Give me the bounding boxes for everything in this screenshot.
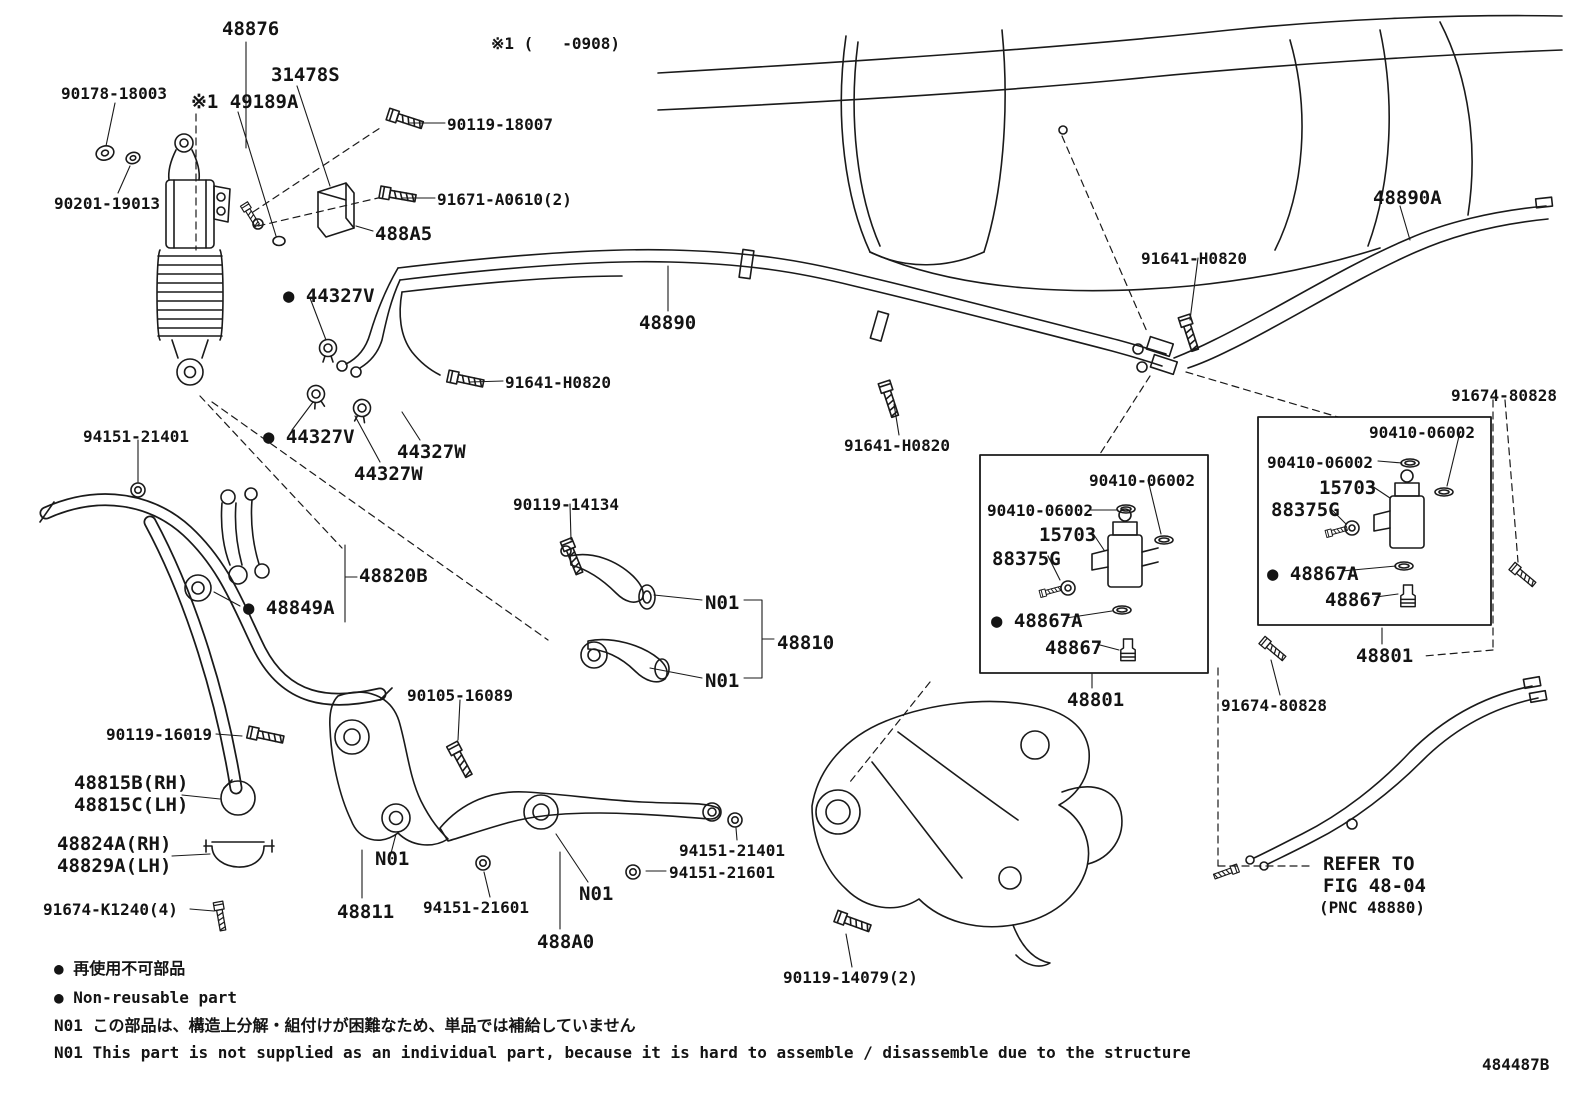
part-label-94151-21401-2: 94151-21401 <box>679 841 785 860</box>
arm-488a0 <box>439 791 722 842</box>
part-label-48811: 48811 <box>337 901 395 923</box>
upper-links-48810 <box>560 545 670 683</box>
part-label-90201-19013: 90201-19013 <box>54 194 160 213</box>
car-body-outline <box>657 14 1563 292</box>
clamp-44327v <box>304 382 329 411</box>
part-label-90410-06002-1: 90410-06002 <box>1369 423 1475 442</box>
leader-lines <box>105 41 1461 968</box>
part-label-91674-80828-1: 91674-80828 <box>1451 386 1557 405</box>
part-label-31478s: 31478S <box>271 64 340 86</box>
part-label-94151-21601-1: 94151-21601 <box>669 863 775 882</box>
part-label-48867a-1: ● 48867A <box>1267 563 1359 585</box>
part-label-48890a: 48890A <box>1373 187 1442 209</box>
part-label-n01-4: N01 <box>579 883 614 905</box>
part-label-49189a: ※1 49189A <box>191 91 299 113</box>
part-label-n01-2: N01 <box>705 670 740 692</box>
fluid-pipes-48890 <box>336 248 1167 378</box>
part-label-48867-2: 48867 <box>1045 637 1103 659</box>
part-label-44327w-2: 44327W <box>354 463 423 485</box>
refer-note-line3: (PNC 48880) <box>1319 898 1425 917</box>
part-label-n01-1: N01 <box>705 592 740 614</box>
part-label-90410-06002-2: 90410-06002 <box>1267 453 1373 472</box>
legend-nonreusable-en: ● Non-reusable part <box>54 988 238 1007</box>
dashed-reference-lines <box>195 113 1519 867</box>
part-label-94151-21601-2: 94151-21601 <box>423 898 529 917</box>
legend-n01-en: N01 This part is not supplied as an indi… <box>54 1043 1191 1062</box>
refer-note-line1: REFER TO <box>1323 853 1415 875</box>
variant-note: ※1 ( -0908) <box>491 34 620 53</box>
valve-assembly-box-left <box>979 454 1209 674</box>
part-label-88375g-2: 88375G <box>992 548 1061 570</box>
stabilizer-link-48820b <box>184 487 270 602</box>
part-label-90119-18007: 90119-18007 <box>447 115 553 134</box>
part-label-91674-k1240: 91674-K1240(4) <box>43 900 178 919</box>
part-label-94151-21401-1: 94151-21401 <box>83 427 189 446</box>
legend-n01-jp: N01 この部品は、構造上分解・組付けが困難なため、単品では補給していません <box>54 1016 636 1035</box>
part-label-91674-80828-2: 91674-80828 <box>1221 696 1327 715</box>
part-label-n01-3: N01 <box>375 848 410 870</box>
part-label-91641-h0820-1: 91641-H0820 <box>1141 249 1247 268</box>
lower-arm-48811 <box>329 691 449 846</box>
bar-bushing-bracket <box>203 779 275 868</box>
part-label-48890: 48890 <box>639 312 697 334</box>
part-label-48829a: 48829A(LH) <box>57 855 172 877</box>
valve-assembly-box-right <box>1257 416 1492 626</box>
part-label-48810: 48810 <box>777 632 835 654</box>
part-label-48815b: 48815B(RH) <box>74 772 189 794</box>
part-label-44327v-2: ● 44327V <box>263 426 355 448</box>
clamp-44327v <box>318 338 338 363</box>
part-label-90119-14079: 90119-14079(2) <box>783 968 918 987</box>
fluid-pipes-48890a <box>1132 196 1554 376</box>
part-label-488a0: 488A0 <box>537 931 595 953</box>
rear-tubes-fig48-04 <box>1212 675 1548 882</box>
doc-number: 484487B <box>1482 1055 1550 1074</box>
part-label-90119-16019: 90119-16019 <box>106 725 212 744</box>
part-label-44327w-1: 44327W <box>397 441 466 463</box>
part-label-88375g-1: 88375G <box>1271 499 1340 521</box>
part-label-48824a: 48824A(RH) <box>57 833 172 855</box>
lower-control-arm-48801-area <box>811 700 1123 967</box>
part-label-91671-a0610: 91671-A0610(2) <box>437 190 572 209</box>
clamp-44327w <box>350 397 373 425</box>
part-label-90410-06002-3: 90410-06002 <box>1089 471 1195 490</box>
part-label-48849a: ● 48849A <box>243 597 335 619</box>
part-label-48820b: 48820B <box>359 565 428 587</box>
height-control-valve-left <box>1038 504 1174 662</box>
part-label-90410-06002-4: 90410-06002 <box>987 501 1093 520</box>
part-label-15703-2: 15703 <box>1039 524 1097 546</box>
part-label-48867-1: 48867 <box>1325 589 1383 611</box>
shock-absorber <box>95 133 286 386</box>
part-label-91641-h0820-3: 91641-H0820 <box>844 436 950 455</box>
part-label-48876: 48876 <box>222 18 280 40</box>
part-label-48801-2: 48801 <box>1067 689 1125 711</box>
bracket-488a5 <box>317 182 355 238</box>
part-label-44327v-1: ● 44327V <box>283 285 375 307</box>
part-label-90119-14134: 90119-14134 <box>513 495 619 514</box>
part-label-90105-16089: 90105-16089 <box>407 686 513 705</box>
part-label-48801-1: 48801 <box>1356 645 1414 667</box>
part-label-48867a-2: ● 48867A <box>991 610 1083 632</box>
refer-note-line2: FIG 48-04 <box>1323 875 1426 897</box>
part-label-90178-18003: 90178-18003 <box>61 84 167 103</box>
height-control-valve-right <box>1324 458 1454 608</box>
part-label-15703-1: 15703 <box>1319 477 1377 499</box>
part-label-48815c: 48815C(LH) <box>74 794 189 816</box>
part-label-488a5: 488A5 <box>375 223 433 245</box>
stabilizer-bar <box>39 493 393 795</box>
part-label-91641-h0820-2: 91641-H0820 <box>505 373 611 392</box>
legend-nonreusable-jp: ● 再使用不可部品 <box>54 959 186 978</box>
